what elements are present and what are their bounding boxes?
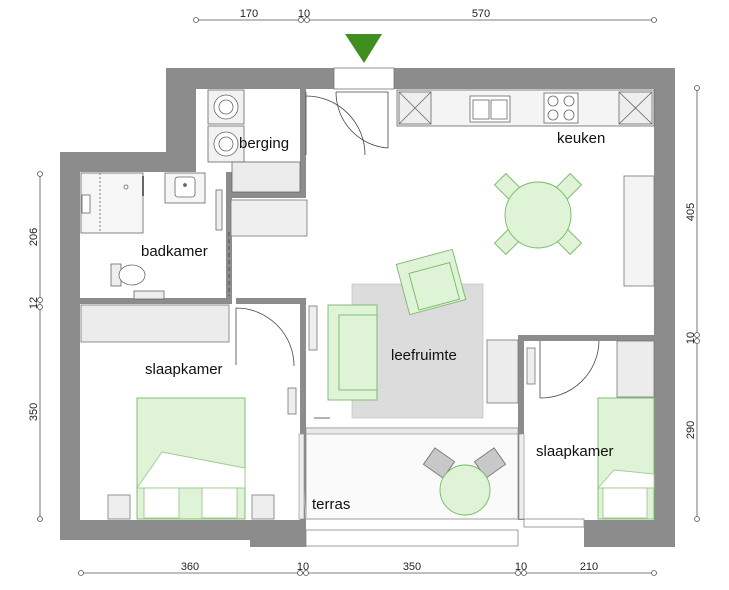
room-label-terras: terras <box>312 496 350 513</box>
radiator-right <box>526 347 536 385</box>
room-label-berging: berging <box>239 135 289 152</box>
badkamer-door[interactable] <box>228 199 308 296</box>
dim-left-206: 206 <box>28 228 40 246</box>
bed-left <box>107 397 275 520</box>
room-label-leefruimte: leefruimte <box>391 347 457 364</box>
dim-bottom-350: 350 <box>403 561 421 573</box>
sliding-door-right[interactable] <box>523 518 585 528</box>
dim-bottom-210: 210 <box>580 561 598 573</box>
berging-door[interactable] <box>305 92 366 156</box>
bathroom-fixtures <box>80 172 223 300</box>
dining-table <box>493 172 583 256</box>
outer-walls <box>60 68 675 547</box>
entrance-threshold <box>333 67 395 90</box>
radiator-left <box>287 387 297 415</box>
terrace-rail-right <box>518 433 525 520</box>
interior-walls <box>80 89 654 520</box>
slaapkamer-left-door[interactable] <box>235 307 295 367</box>
dim-left-12: 12 <box>28 297 40 309</box>
dim-top-170: 170 <box>240 8 258 20</box>
room-label-slaapkamer-left: slaapkamer <box>145 361 223 378</box>
kitchen-counter <box>396 89 655 127</box>
sofa <box>327 304 378 401</box>
dim-bottom-360: 360 <box>181 561 199 573</box>
terrace-rail-left <box>298 433 305 520</box>
wardrobe-left <box>80 304 230 343</box>
terrace-table <box>422 447 507 516</box>
room-label-badkamer: badkamer <box>141 243 208 260</box>
entrance-marker-icon <box>345 34 382 63</box>
room-label-keuken: keuken <box>557 130 605 147</box>
slaapkamer-right-door[interactable] <box>539 340 600 399</box>
living-cabinet <box>486 339 519 404</box>
bed-right <box>596 397 655 520</box>
dim-top-570: 570 <box>472 8 490 20</box>
radiator-living <box>308 305 318 351</box>
berging-appliances <box>207 89 301 193</box>
kitchen-tall-cabinet <box>623 175 655 287</box>
dim-right-290: 290 <box>685 421 697 439</box>
dimension-lines <box>37 17 700 576</box>
dim-bottom-10a: 10 <box>297 561 309 573</box>
wardrobe-right <box>616 340 655 398</box>
armchair <box>395 248 467 316</box>
room-label-slaapkamer-right: slaapkamer <box>536 443 614 460</box>
terrace-bottom-edge <box>305 529 519 547</box>
dim-right-405: 405 <box>685 203 697 221</box>
dim-left-350: 350 <box>28 403 40 421</box>
dim-top-10: 10 <box>298 8 310 20</box>
dim-right-10: 10 <box>685 332 697 344</box>
entrance-door[interactable] <box>335 91 389 149</box>
dim-bottom-10b: 10 <box>515 561 527 573</box>
